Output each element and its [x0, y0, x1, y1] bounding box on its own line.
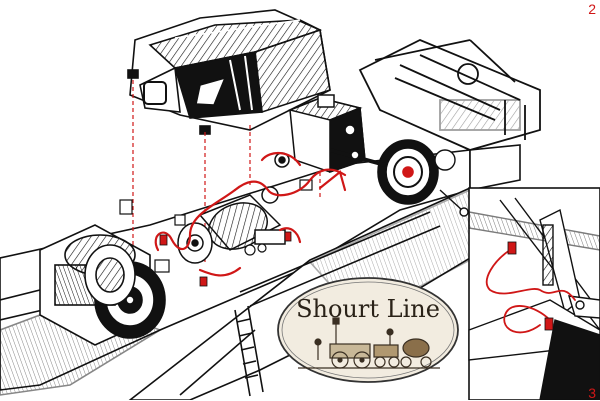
- front-wheel-assembly: [39, 224, 166, 346]
- gearbox-block: [287, 94, 366, 174]
- rear-buffer: [434, 149, 469, 217]
- page-number-top: 2: [588, 1, 596, 17]
- rear-railing: [358, 39, 541, 151]
- page-number-bottom: 3: [588, 385, 596, 401]
- motor-housing-cover: [127, 9, 331, 135]
- steam-locomotive-illustration: [298, 317, 440, 369]
- side-ladder: [234, 305, 264, 397]
- rear-drive-wheel: [329, 139, 439, 205]
- shourt-line-logo: Shourt Line: [277, 277, 459, 383]
- detail-inset: [468, 187, 600, 400]
- logo-text: Shourt Line: [296, 295, 440, 323]
- electric-motor: [177, 152, 290, 264]
- connector-plugs: [159, 231, 292, 287]
- main-wiring: [154, 152, 347, 277]
